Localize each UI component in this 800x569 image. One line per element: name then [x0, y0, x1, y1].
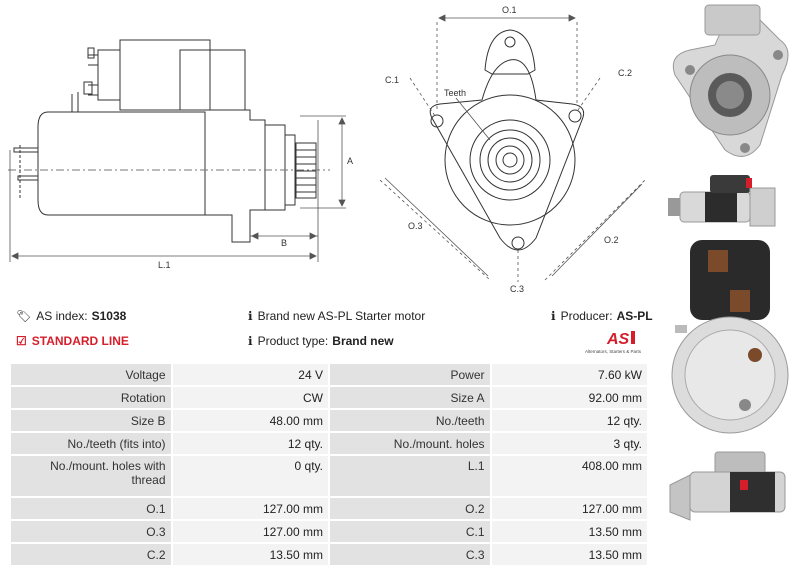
spec-value: 13.50 mm — [491, 521, 647, 542]
spec-value: 127.00 mm — [172, 498, 328, 519]
spec-value: 24 V — [172, 364, 328, 385]
producer-label: Producer: — [560, 309, 613, 323]
dimension-label-a: A — [347, 156, 353, 166]
dimension-label-b: B — [281, 238, 287, 248]
logo-mark: AS — [606, 331, 630, 348]
spec-value: 127.00 mm — [172, 521, 328, 542]
info-icon: ℹ — [551, 309, 556, 323]
spec-value: CW — [172, 387, 328, 408]
producer-value: AS-PL — [616, 309, 653, 323]
spec-label: Size A — [329, 387, 490, 408]
spec-value: 12 qty. — [491, 410, 647, 431]
dimension-label-o3: O.3 — [408, 221, 423, 231]
teeth-label: Teeth — [444, 88, 466, 98]
dimension-label-o1: O.1 — [502, 5, 517, 15]
spec-value: 48.00 mm — [172, 410, 328, 431]
spec-label: No./teeth — [329, 410, 490, 431]
spec-label: No./teeth (fits into) — [11, 433, 171, 454]
dimension-label-l1: L.1 — [158, 260, 171, 270]
brand-new-row: ℹ Brand new AS-PL Starter motor — [248, 309, 425, 323]
spec-label: Size B — [11, 410, 171, 431]
dimension-label-c2: C.2 — [618, 68, 632, 78]
logo-tagline: Alternators, Starters & Parts — [585, 349, 642, 354]
as-index-label: AS index: — [36, 309, 88, 323]
spec-value: 127.00 mm — [491, 498, 647, 519]
spec-label: Power — [329, 364, 490, 385]
checkbox-check-icon: ☑ — [16, 334, 27, 348]
spec-value: 3 qty. — [491, 433, 647, 454]
brand-new-text: Brand new AS-PL Starter motor — [257, 309, 426, 323]
product-photo-iso — [669, 451, 786, 521]
table-row: No./teeth (fits into)12 qty.No./mount. h… — [11, 433, 647, 454]
spec-value: 7.60 kW — [491, 364, 647, 385]
spec-label: O.2 — [329, 498, 490, 519]
spec-value: 13.50 mm — [172, 544, 328, 565]
product-type-row: ℹ Product type: Brand new — [248, 334, 394, 348]
spec-label: Voltage — [11, 364, 171, 385]
standard-line-row: ☑ STANDARD LINE — [16, 334, 129, 348]
spec-value: 12 qty. — [172, 433, 328, 454]
info-icon: ℹ — [248, 309, 253, 323]
spec-label: C.2 — [11, 544, 171, 565]
spec-label: Rotation — [11, 387, 171, 408]
spec-label: No./mount. holes — [329, 433, 490, 454]
product-photo-side — [668, 175, 776, 227]
spec-value: 92.00 mm — [491, 387, 647, 408]
info-icon: ℹ — [248, 334, 253, 348]
as-index-row: 🏷︎ AS index: S1038 — [16, 309, 126, 323]
spec-label: O.3 — [11, 521, 171, 542]
product-type-label: Product type: — [257, 334, 329, 348]
spec-label: C.1 — [329, 521, 490, 542]
spec-label: C.3 — [329, 544, 490, 565]
technical-drawings: L.1 A B — [0, 0, 660, 300]
dimension-label-c3: C.3 — [510, 284, 524, 294]
dimension-label-o2: O.2 — [604, 235, 619, 245]
front-view-drawing: O.1 C.1 C.2 Teeth O.3 O.2 C.3 — [379, 5, 646, 294]
spec-value: 13.50 mm — [491, 544, 647, 565]
producer-row: ℹ Producer: AS-PL — [551, 309, 653, 323]
spec-label: No./mount. holes with thread — [11, 456, 171, 496]
spec-label: O.1 — [11, 498, 171, 519]
as-pl-logo: AS Alternators, Starters & Parts — [585, 327, 655, 357]
product-photos — [660, 0, 800, 569]
product-photo-rear — [671, 240, 789, 434]
as-index-value: S1038 — [91, 309, 127, 323]
dimension-label-c1: C.1 — [385, 75, 399, 85]
standard-line-label: STANDARD LINE — [31, 334, 129, 348]
tag-icon: 🏷︎ — [16, 309, 32, 323]
side-view-drawing: L.1 A B — [8, 39, 353, 270]
product-type-value: Brand new — [332, 334, 394, 348]
spec-value: 408.00 mm — [491, 456, 647, 496]
product-photo-front — [672, 4, 789, 157]
spec-value: 0 qty. — [172, 456, 328, 496]
spec-label: L.1 — [329, 456, 490, 496]
